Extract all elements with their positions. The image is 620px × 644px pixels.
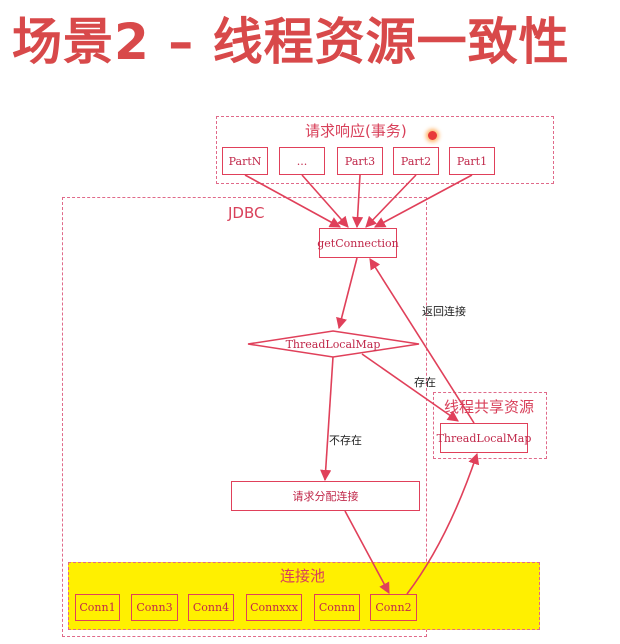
edge-alloc-to-conn2 [344, 510, 390, 594]
connection-pool-label: 连接池 [280, 567, 326, 585]
get-connection-box: getConnection [317, 228, 399, 258]
part-2-box: Part2 [393, 147, 439, 175]
conn-n-box: Connn [314, 594, 360, 621]
request-group [216, 116, 554, 184]
edge-part-1-to-getconn [374, 174, 473, 228]
edge-part-n-to-getconn [244, 174, 341, 228]
edge-getconn-to-map [336, 257, 358, 330]
jdbc-group-label: JDBC [228, 204, 265, 222]
part-1-box: Part1 [449, 147, 495, 175]
edge-map-not-exists [320, 356, 334, 482]
request-alloc-box: 请求分配连接 [231, 481, 420, 511]
edge-conn2-to-shared-map [406, 452, 480, 595]
edge-label-return-connection: 返回连接 [422, 305, 466, 318]
edge-label-exists: 存在 [414, 376, 436, 389]
conn-1-box: Conn1 [75, 594, 120, 621]
part-ellipsis-box: ... [279, 147, 325, 175]
jdbc-group [62, 197, 427, 637]
conn-xxx-box: Connxxx [246, 594, 302, 621]
edge-part-3-to-getconn [351, 174, 364, 229]
shared-resource-group [433, 392, 547, 459]
thread-local-map-label: ThreadLocalMap [285, 337, 381, 351]
conn-2-box: Conn2 [370, 594, 417, 621]
edge-part-ellipsis-to-getconn [301, 174, 349, 228]
edge-label-not-exists: 不存在 [329, 434, 362, 447]
conn-4-box: Conn4 [188, 594, 234, 621]
cursor-pointer-icon [428, 131, 437, 140]
page-title: 场景2 – 线程资源一致性 [12, 13, 570, 71]
part-n-box: PartN [222, 147, 268, 175]
edge-map-exists [361, 353, 459, 422]
request-group-label: 请求响应(事务) [305, 122, 407, 140]
edge-return-connection [369, 258, 475, 424]
part-3-box: Part3 [337, 147, 383, 175]
shared-thread-local-map-box: ThreadLocalMap [437, 423, 531, 453]
conn-3-box: Conn3 [131, 594, 178, 621]
